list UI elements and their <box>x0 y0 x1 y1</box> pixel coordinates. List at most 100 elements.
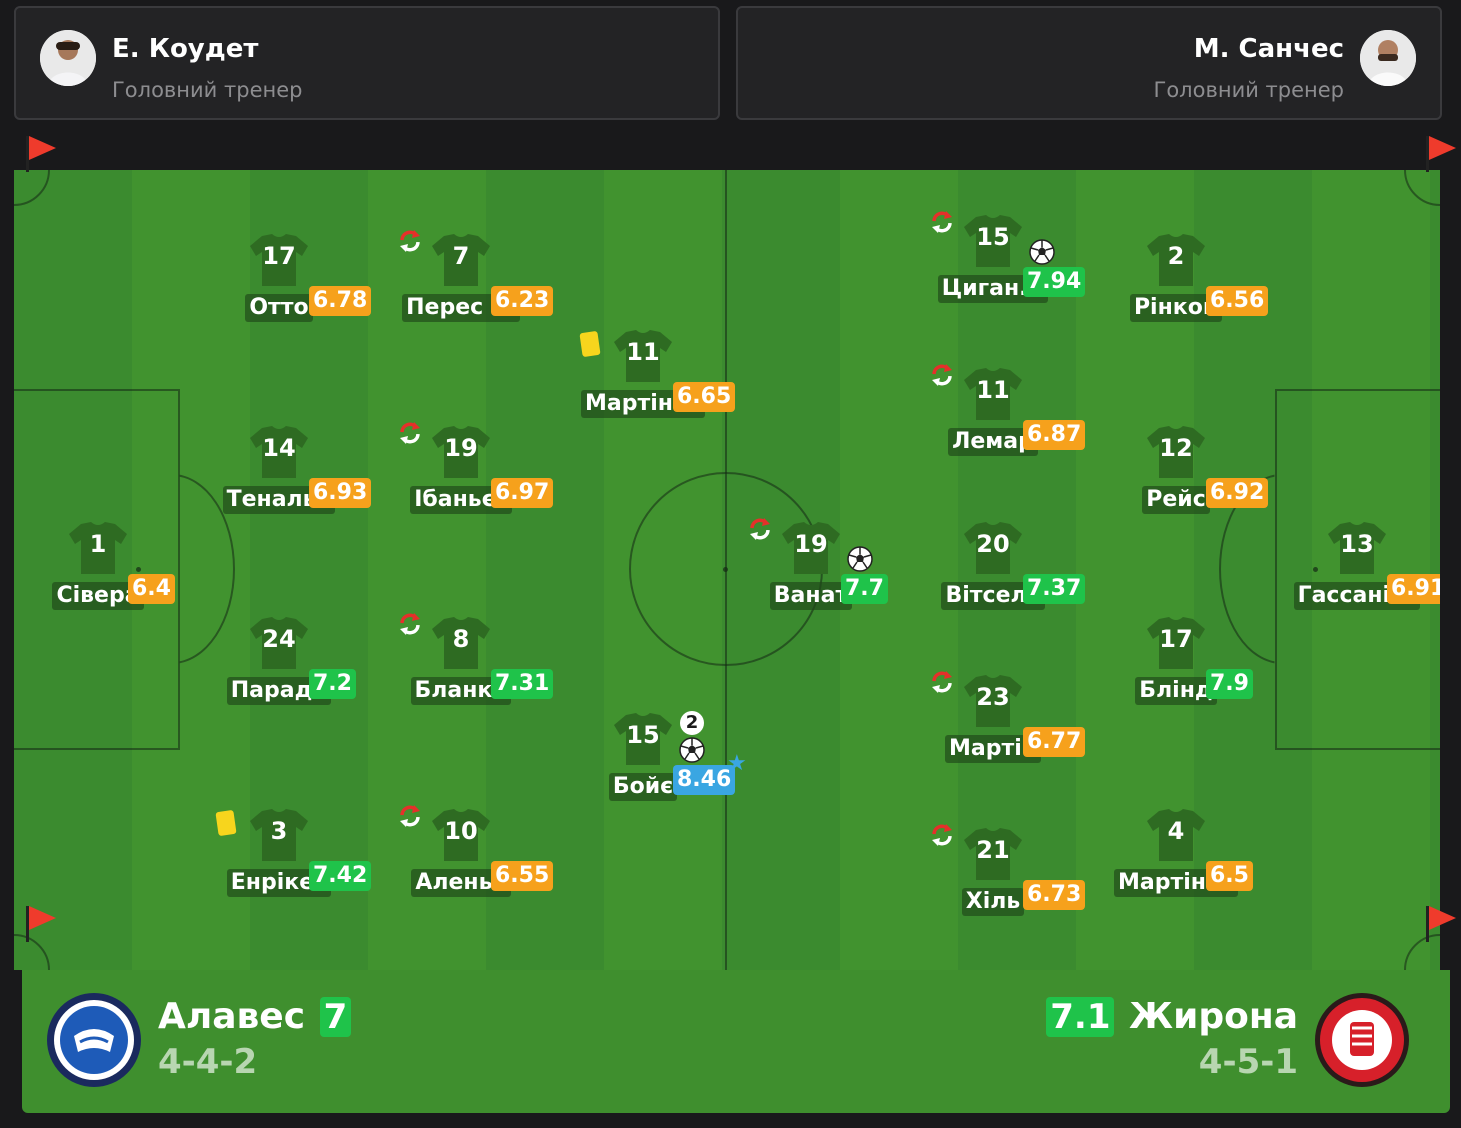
player-name: Отто <box>245 294 313 322</box>
substitution-icon <box>747 516 773 542</box>
player-rating: 7.7 <box>841 574 888 604</box>
home-coach-card[interactable]: Е. Коудет Головний тренер <box>14 6 720 120</box>
center-spot <box>723 567 728 572</box>
jersey-icon <box>962 826 1024 882</box>
player-rating: 6.65 <box>673 382 736 412</box>
jersey-icon <box>1326 520 1388 576</box>
jersey-icon <box>1145 807 1207 863</box>
jersey-icon <box>1145 232 1207 288</box>
corner-arc-tr <box>1404 170 1440 206</box>
player-number: 17 <box>1159 625 1193 653</box>
jersey-icon <box>430 807 492 863</box>
jersey-icon <box>248 807 310 863</box>
corner-arc-tl <box>14 170 50 206</box>
player-number: 11 <box>976 376 1010 404</box>
player-rating: 6.23 <box>491 286 554 316</box>
substitution-icon <box>929 209 955 235</box>
player-number: 11 <box>626 338 660 366</box>
away-team-label: Жирона <box>1129 996 1298 1037</box>
jersey-icon <box>612 328 674 384</box>
left-penalty-spot <box>136 567 141 572</box>
corner-flag-icon <box>1426 136 1456 172</box>
player-rating: 7.9 <box>1206 669 1253 699</box>
jersey-icon <box>780 520 842 576</box>
player-name: Блінд <box>1135 677 1217 705</box>
player-rating: 6.4 <box>128 574 175 604</box>
home-team-label: Алавес <box>158 996 306 1037</box>
player-rating: 6.73 <box>1023 880 1086 910</box>
player-number: 15 <box>976 223 1010 251</box>
player-number: 10 <box>444 817 478 845</box>
home-coach-role: Головний тренер <box>112 78 303 102</box>
substitution-icon <box>929 362 955 388</box>
player-name-wrap: Парада <box>169 677 389 705</box>
away-coach-avatar <box>1360 30 1416 86</box>
away-team-rating: 7.1 <box>1046 997 1115 1037</box>
away-coach-name: М. Санчес <box>1193 34 1344 64</box>
player-number: 19 <box>444 434 478 462</box>
player-number: 7 <box>452 242 470 270</box>
jersey-icon <box>962 520 1024 576</box>
home-coach-avatar <box>40 30 96 86</box>
player-number: 1 <box>89 530 107 558</box>
goal-ball-icon <box>679 737 705 763</box>
player-number: 12 <box>1159 434 1193 462</box>
player-number: 4 <box>1167 817 1185 845</box>
player-rating: 6.93 <box>309 478 372 508</box>
jersey-icon <box>248 424 310 480</box>
teams-footer: Алавес 7 4-4-2 7.1 Жирона 4-5-1 <box>22 970 1450 1113</box>
player-rating: 8.46 <box>673 765 736 795</box>
player-rating: 6.5 <box>1206 861 1253 891</box>
substitution-icon <box>929 822 955 848</box>
jersey-icon <box>962 213 1024 269</box>
player-rating: 6.92 <box>1206 478 1269 508</box>
jersey-icon <box>430 424 492 480</box>
player-number: 8 <box>452 625 470 653</box>
player-name-wrap: Мартінес <box>1066 869 1286 897</box>
right-penalty-box <box>1275 389 1440 750</box>
home-team-name: Алавес 7 <box>158 996 353 1037</box>
player-number: 15 <box>626 721 660 749</box>
player-number: 13 <box>1340 530 1374 558</box>
player-number: 20 <box>976 530 1010 558</box>
star-icon: ★ <box>727 751 747 776</box>
player-rating: 6.55 <box>491 861 554 891</box>
left-penalty-box <box>14 389 180 750</box>
substitution-icon <box>397 420 423 446</box>
jersey-icon <box>430 232 492 288</box>
goal-ball-icon <box>847 546 873 572</box>
away-coach-card[interactable]: М. Санчес Головний тренер <box>736 6 1442 120</box>
home-team-rating: 7 <box>319 997 352 1037</box>
substitution-icon <box>397 611 423 637</box>
home-formation: 4-4-2 <box>158 1042 258 1082</box>
player-rating: 7.37 <box>1023 574 1086 604</box>
substitution-icon <box>397 228 423 254</box>
jersey-icon <box>248 615 310 671</box>
player-rating: 6.97 <box>491 478 554 508</box>
player-number: 24 <box>262 625 296 653</box>
player-rating: 7.31 <box>491 669 554 699</box>
alaves-logo-icon <box>47 993 141 1087</box>
player-rating: 7.94 <box>1023 267 1086 297</box>
jersey-icon <box>248 232 310 288</box>
away-formation: 4-5-1 <box>1198 1042 1298 1082</box>
yellow-card-icon <box>215 809 237 837</box>
right-penalty-spot <box>1313 567 1318 572</box>
jersey-icon <box>1145 424 1207 480</box>
player-number: 23 <box>976 683 1010 711</box>
jersey-icon <box>962 673 1024 729</box>
substitution-icon <box>929 669 955 695</box>
player-rating: 6.77 <box>1023 727 1086 757</box>
player-rating: 7.2 <box>309 669 356 699</box>
corner-flag-icon <box>26 136 56 172</box>
away-coach-role: Головний тренер <box>1153 78 1344 102</box>
player-number: 14 <box>262 434 296 462</box>
player-name: Хіль <box>961 888 1025 916</box>
player-rating: 7.42 <box>309 861 372 891</box>
player-rating: 6.56 <box>1206 286 1269 316</box>
yellow-card-icon <box>579 330 601 358</box>
player-number: 17 <box>262 242 296 270</box>
player-number: 2 <box>1167 242 1185 270</box>
player-number: 21 <box>976 836 1010 864</box>
